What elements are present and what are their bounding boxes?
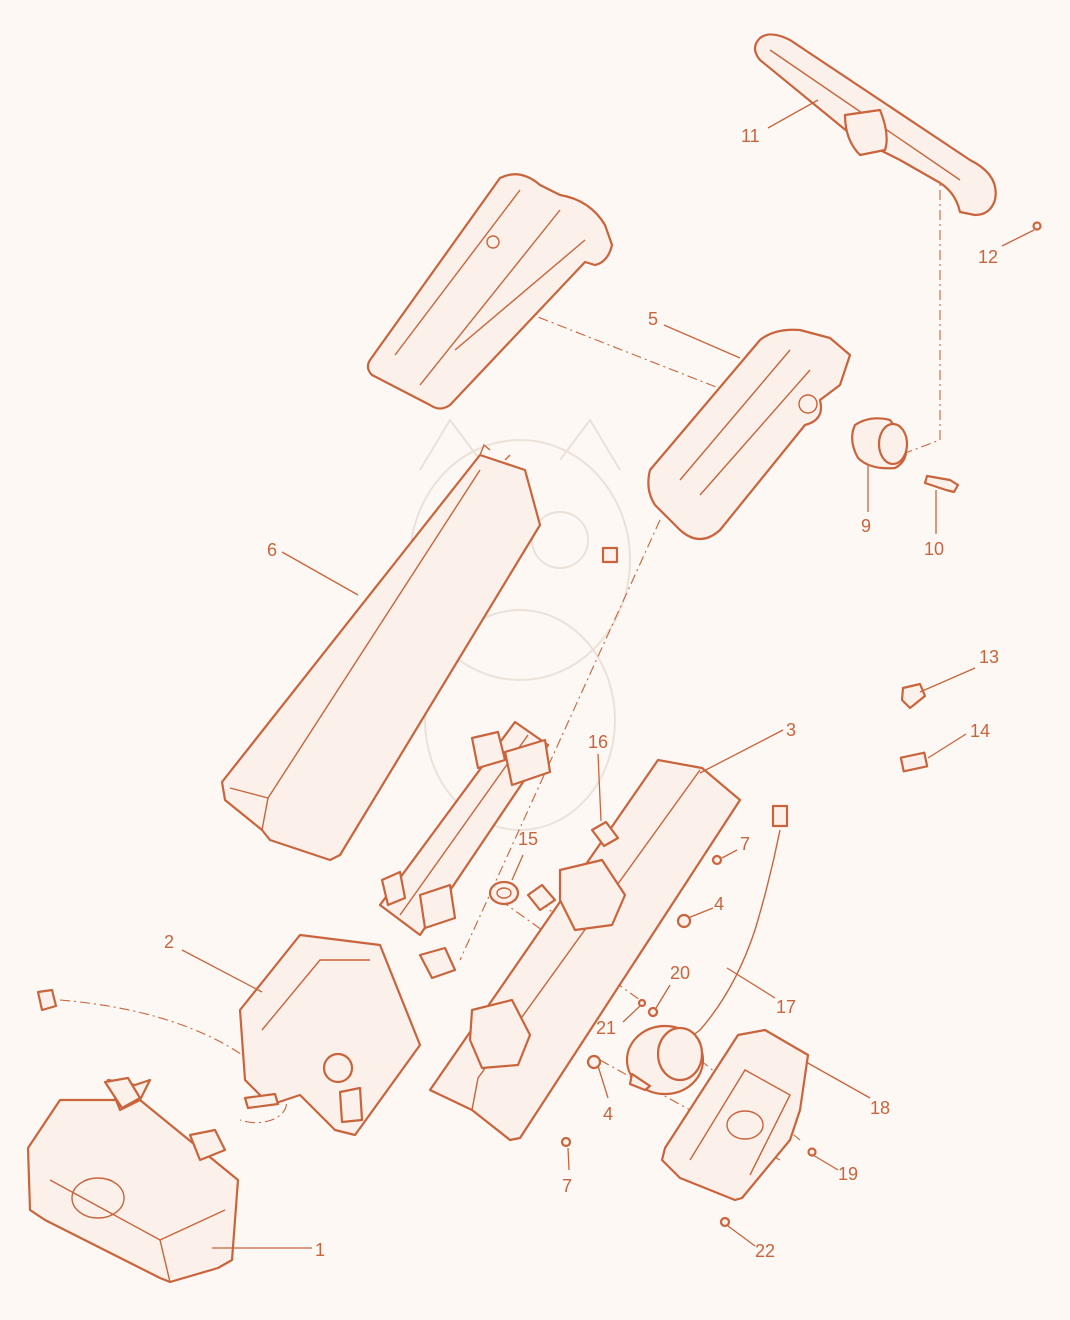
callout-17: 17 [776,997,796,1017]
callout-22: 22 [755,1241,775,1261]
callout-9: 9 [861,516,871,536]
callout-7-upper: 7 [740,834,750,854]
callout-12: 12 [978,247,998,267]
part-5-upper-housing [647,328,852,541]
part-bracket-assembly [378,720,552,937]
callout-18: 18 [870,1098,890,1118]
part-motor [625,1024,705,1096]
part-4-screw-upper [676,913,692,929]
callout-11: 11 [741,126,760,146]
part-22-screw [719,1216,731,1228]
callout-15: 15 [518,829,538,849]
part-12-screw [1032,221,1042,231]
callout-6: 6 [267,540,277,560]
callout-13: 13 [979,647,999,667]
callout-2: 2 [164,932,174,952]
part-11-handle [753,33,997,217]
callout-1: 1 [315,1240,325,1260]
callout-19: 19 [838,1164,858,1184]
part-7-screw-lower [560,1136,572,1148]
part-20-washer [647,1006,659,1018]
part-4-screw-lower [586,1054,602,1070]
callout-5: 5 [648,309,658,329]
part-16-nut [590,820,620,848]
part-1-base [26,1076,240,1284]
part-13-clip [900,682,927,710]
callout-3: 3 [786,720,796,740]
callout-labels: 1 2 3 4 4 5 6 7 7 9 10 11 12 13 14 15 16… [164,126,999,1261]
leader-lines [181,99,1035,1249]
callout-14: 14 [970,721,990,741]
part-14-clip [899,751,929,773]
callout-4-upper: 4 [714,894,724,914]
callout-16: 16 [588,732,608,752]
part-9-roller [851,417,909,470]
part-6-long-plate [220,443,542,862]
part-square-nut [526,883,557,912]
part-15-grommet [488,880,520,906]
callout-4-lower: 4 [603,1104,613,1124]
part-3-channel-rail [428,758,742,1142]
part-21-washer [637,998,647,1008]
part-10-bolt [923,474,960,494]
callout-20: 20 [670,963,690,983]
callout-10: 10 [924,539,944,559]
part-2-motor-bracket [238,933,457,1137]
part-plug [36,988,58,1012]
callout-7-lower: 7 [562,1176,572,1196]
part-19-screw [807,1147,817,1157]
callout-21: 21 [596,1018,616,1038]
part-connector [601,546,619,564]
part-7-screw-upper [711,854,723,866]
part-top-cover [366,173,614,410]
part-18-housing [660,1028,810,1202]
